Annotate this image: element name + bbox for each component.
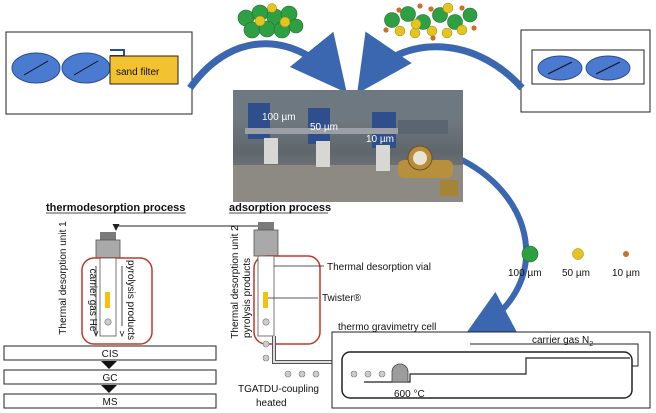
pyrolysis-products-1: pyrolysis products xyxy=(125,260,136,340)
right-filter-box xyxy=(520,29,651,113)
transfer-arrow xyxy=(112,222,267,231)
thermal-desorption-vial-label: Thermal desorption vial xyxy=(327,262,431,273)
cis-label: CIS xyxy=(102,349,119,360)
setup-photo: 100 µm 50 µm 10 µm xyxy=(233,90,463,202)
coupling-line xyxy=(272,336,336,364)
photo-label-10: 10 µm xyxy=(366,134,394,145)
ms-box xyxy=(3,393,217,409)
gc-box xyxy=(3,369,217,385)
sand-filter-label: sand filter xyxy=(116,67,160,78)
coupling-label-line1: TGATDU-coupling xyxy=(238,384,319,395)
flow-arrow-left xyxy=(187,31,347,93)
desorption-unit-2: pyrolysis products Thermal desorption un… xyxy=(230,222,431,345)
adsorption-title: adsorption process xyxy=(229,202,331,214)
flow-arrow-down xyxy=(460,157,530,336)
sample-crucible xyxy=(391,363,409,383)
sand-filter xyxy=(109,55,179,85)
gc-label: GC xyxy=(103,373,118,384)
legend-label-10: 10 µm xyxy=(612,268,640,279)
legend-marker-50 xyxy=(572,248,584,260)
tga-temperature: 600 °C xyxy=(394,389,425,400)
coupling-label-line2: heated xyxy=(256,398,287,409)
photo-label-50: 50 µm xyxy=(310,122,338,133)
ms-label: MS xyxy=(103,397,118,408)
particle-cluster-mixed xyxy=(383,2,478,41)
carrier-gas-n2: carrier gas N2 xyxy=(532,335,593,348)
photo-label-100: 100 µm xyxy=(262,112,296,123)
twister-label: Twister® xyxy=(322,293,362,304)
legend-label-50: 50 µm xyxy=(562,268,590,279)
tga-cell-title: thermo gravimetry cell xyxy=(338,322,436,333)
twister-bar-2 xyxy=(263,292,268,308)
particle-legend: 100 µm 50 µm 10 µm xyxy=(508,245,640,279)
desorption-unit-1: carrier gas He pyrolysis products Therma… xyxy=(58,221,153,345)
analysis-chain: CIS GC MS xyxy=(3,345,217,409)
legend-label-100: 100 µm xyxy=(508,268,542,279)
legend-marker-10 xyxy=(623,251,629,257)
unit-1-label: Thermal desorption unit 1 xyxy=(58,221,69,335)
pyrolysis-products-2: pyrolysis products xyxy=(242,258,253,338)
thermo-gravimetry-cell: thermo gravimetry cell carrier gas N2 60… xyxy=(331,322,651,409)
left-filter-box: sand filter xyxy=(5,31,193,115)
particle-cluster-green xyxy=(237,3,304,39)
flow-arrow-right xyxy=(357,31,525,94)
unit-2-label: Thermal desorption unit 2 xyxy=(230,225,241,339)
legend-marker-100 xyxy=(521,245,539,263)
twister-bar-1 xyxy=(105,292,110,308)
carrier-gas-he: carrier gas He xyxy=(87,269,98,332)
thermodesorption-title: thermodesorption process xyxy=(46,202,185,214)
cis-box xyxy=(3,345,217,361)
